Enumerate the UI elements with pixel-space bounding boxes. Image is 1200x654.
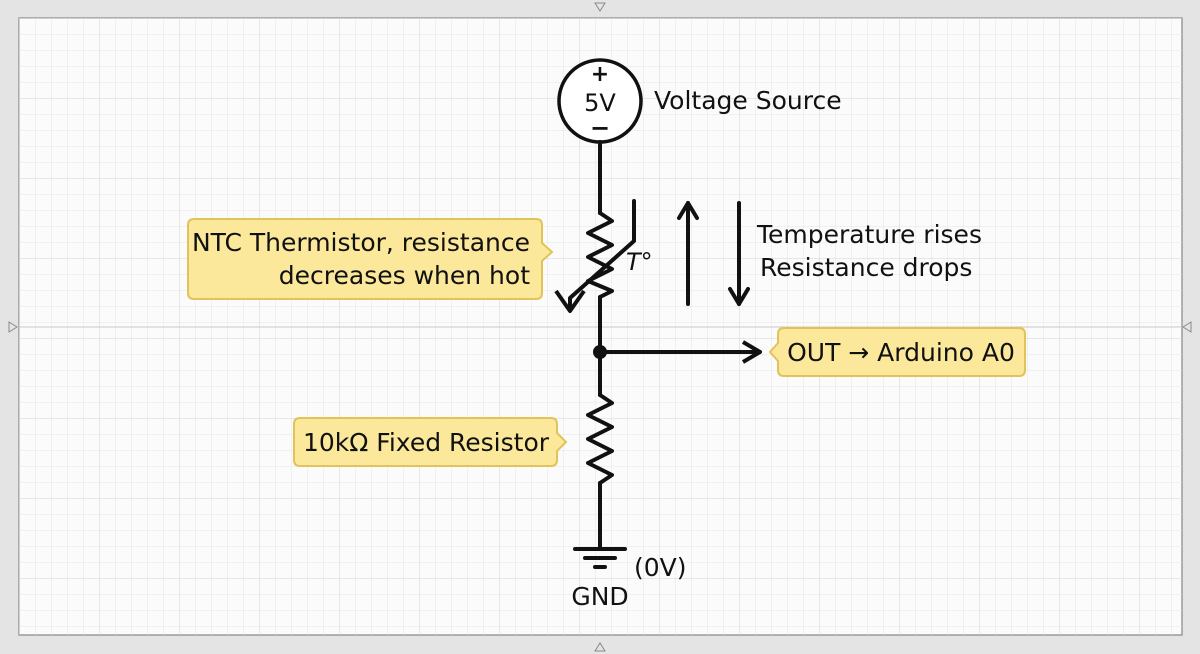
resistor-callout-box	[293, 417, 568, 467]
output-callout[interactable]: OUT → Arduino A0	[768, 327, 1026, 377]
source-minus-sign: −	[590, 114, 610, 142]
thermistor-callout-line2: decreases when hot	[279, 261, 530, 290]
thermistor-zigzag	[586, 211, 614, 299]
source-voltage-value: 5V	[584, 89, 616, 117]
ground-symbol-icon[interactable]	[573, 547, 627, 569]
ground-voltage-label: (0V)	[634, 553, 687, 582]
junction-node[interactable]	[593, 345, 607, 359]
thermistor-callout-line1: NTC Thermistor, resistance	[192, 228, 530, 257]
voltage-source-label: Voltage Source	[654, 86, 842, 115]
left-center-marker-icon	[8, 321, 18, 333]
thermistor-slash	[568, 199, 636, 312]
output-arrowhead-icon	[741, 340, 762, 364]
thermistor-callout-box	[187, 218, 554, 300]
thermistor-symbol-label: T°	[626, 248, 653, 276]
output-callout-text: OUT → Arduino A0	[787, 338, 1015, 367]
trend-line-temperature: Temperature rises	[756, 220, 982, 249]
resistor-callout[interactable]: 10kΩ Fixed Resistor	[293, 417, 568, 467]
thermistor-slash-end-icon	[554, 289, 586, 313]
ntc-thermistor[interactable]: T°	[554, 199, 653, 313]
source-plus-sign: +	[591, 62, 609, 87]
voltage-source[interactable]: + 5V −	[557, 58, 643, 144]
trend-arrows	[677, 201, 750, 306]
right-center-marker-icon	[1182, 321, 1192, 333]
trend-line-resistance: Resistance drops	[760, 253, 972, 282]
ground-label: GND	[571, 582, 628, 611]
arrow-down-icon	[728, 287, 750, 306]
thermistor-callout[interactable]: NTC Thermistor, resistance decreases whe…	[187, 218, 554, 300]
bottom-center-marker-icon	[594, 642, 606, 652]
center-markers	[8, 2, 1192, 652]
arrow-up-icon	[677, 201, 699, 220]
top-center-marker-icon	[594, 2, 606, 12]
output-callout-box	[768, 327, 1026, 377]
resistor-callout-text: 10kΩ Fixed Resistor	[303, 428, 550, 457]
fixed-resistor[interactable]	[586, 393, 614, 485]
